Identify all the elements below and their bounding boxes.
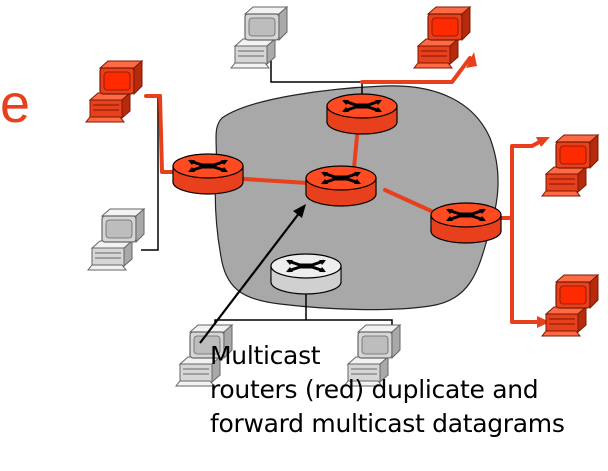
multicast-router-right — [429, 201, 503, 245]
caption-line-3: forward multicast datagrams — [210, 409, 565, 438]
multicast-arrowheads — [466, 52, 550, 328]
multicast-host-top-right — [414, 7, 470, 68]
multicast-host-right-lower — [542, 275, 598, 336]
caption-line-2: routers (red) duplicate and — [210, 375, 539, 404]
caption: Multicast routers (red) duplicate and fo… — [210, 339, 565, 441]
host-left-lower — [88, 209, 144, 270]
host-top-center — [231, 7, 287, 68]
caption-line-1: Multicast — [210, 341, 321, 370]
multicast-router-left — [171, 152, 245, 196]
multicast-host-top-left — [86, 61, 142, 122]
slide-title-fragment: e — [0, 74, 31, 134]
multicast-host-right-upper — [542, 135, 598, 196]
callout-arrow-icon — [199, 204, 306, 344]
plain-router-bottom — [269, 252, 343, 296]
multicast-router-top — [325, 92, 399, 136]
multicast-router-center — [304, 164, 378, 208]
